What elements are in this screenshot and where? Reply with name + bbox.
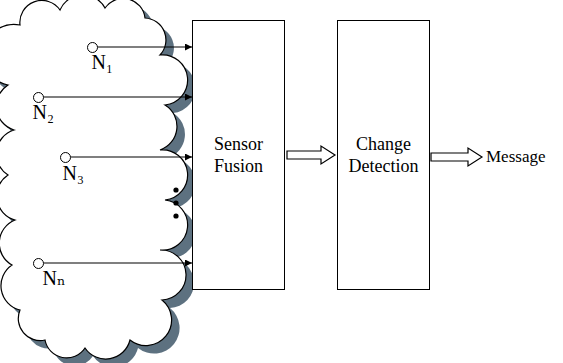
- node-label: N₂: [33, 101, 42, 123]
- sensor-node: N₃: [60, 152, 71, 163]
- cloud-outline: [0, 0, 188, 359]
- process-box: Change Detection: [337, 20, 430, 290]
- signal-arrow: [44, 96, 193, 97]
- sensor-node: N₂: [33, 92, 44, 103]
- sensor-node: Nₙ: [33, 258, 44, 269]
- node-label: N₃: [63, 162, 72, 184]
- block-arrow: [287, 146, 335, 164]
- sensor-cloud: [0, 0, 196, 363]
- sensor-node: N₁: [87, 42, 98, 53]
- ellipsis-dots: [173, 187, 178, 218]
- dot: [173, 187, 178, 192]
- output-label: Message: [486, 147, 545, 167]
- signal-arrow: [44, 262, 193, 263]
- dot: [173, 200, 178, 205]
- connectors: [44, 47, 336, 263]
- output-block-arrow: [431, 148, 482, 166]
- box-label: Sensor Fusion: [201, 133, 276, 177]
- node-label: Nₙ: [43, 267, 52, 289]
- box-label: Change Detection: [346, 133, 421, 177]
- process-box: Sensor Fusion: [192, 20, 285, 290]
- signal-arrow: [71, 156, 193, 157]
- dot: [173, 213, 178, 218]
- node-label: N₁: [92, 51, 101, 73]
- signal-arrow: [98, 46, 193, 47]
